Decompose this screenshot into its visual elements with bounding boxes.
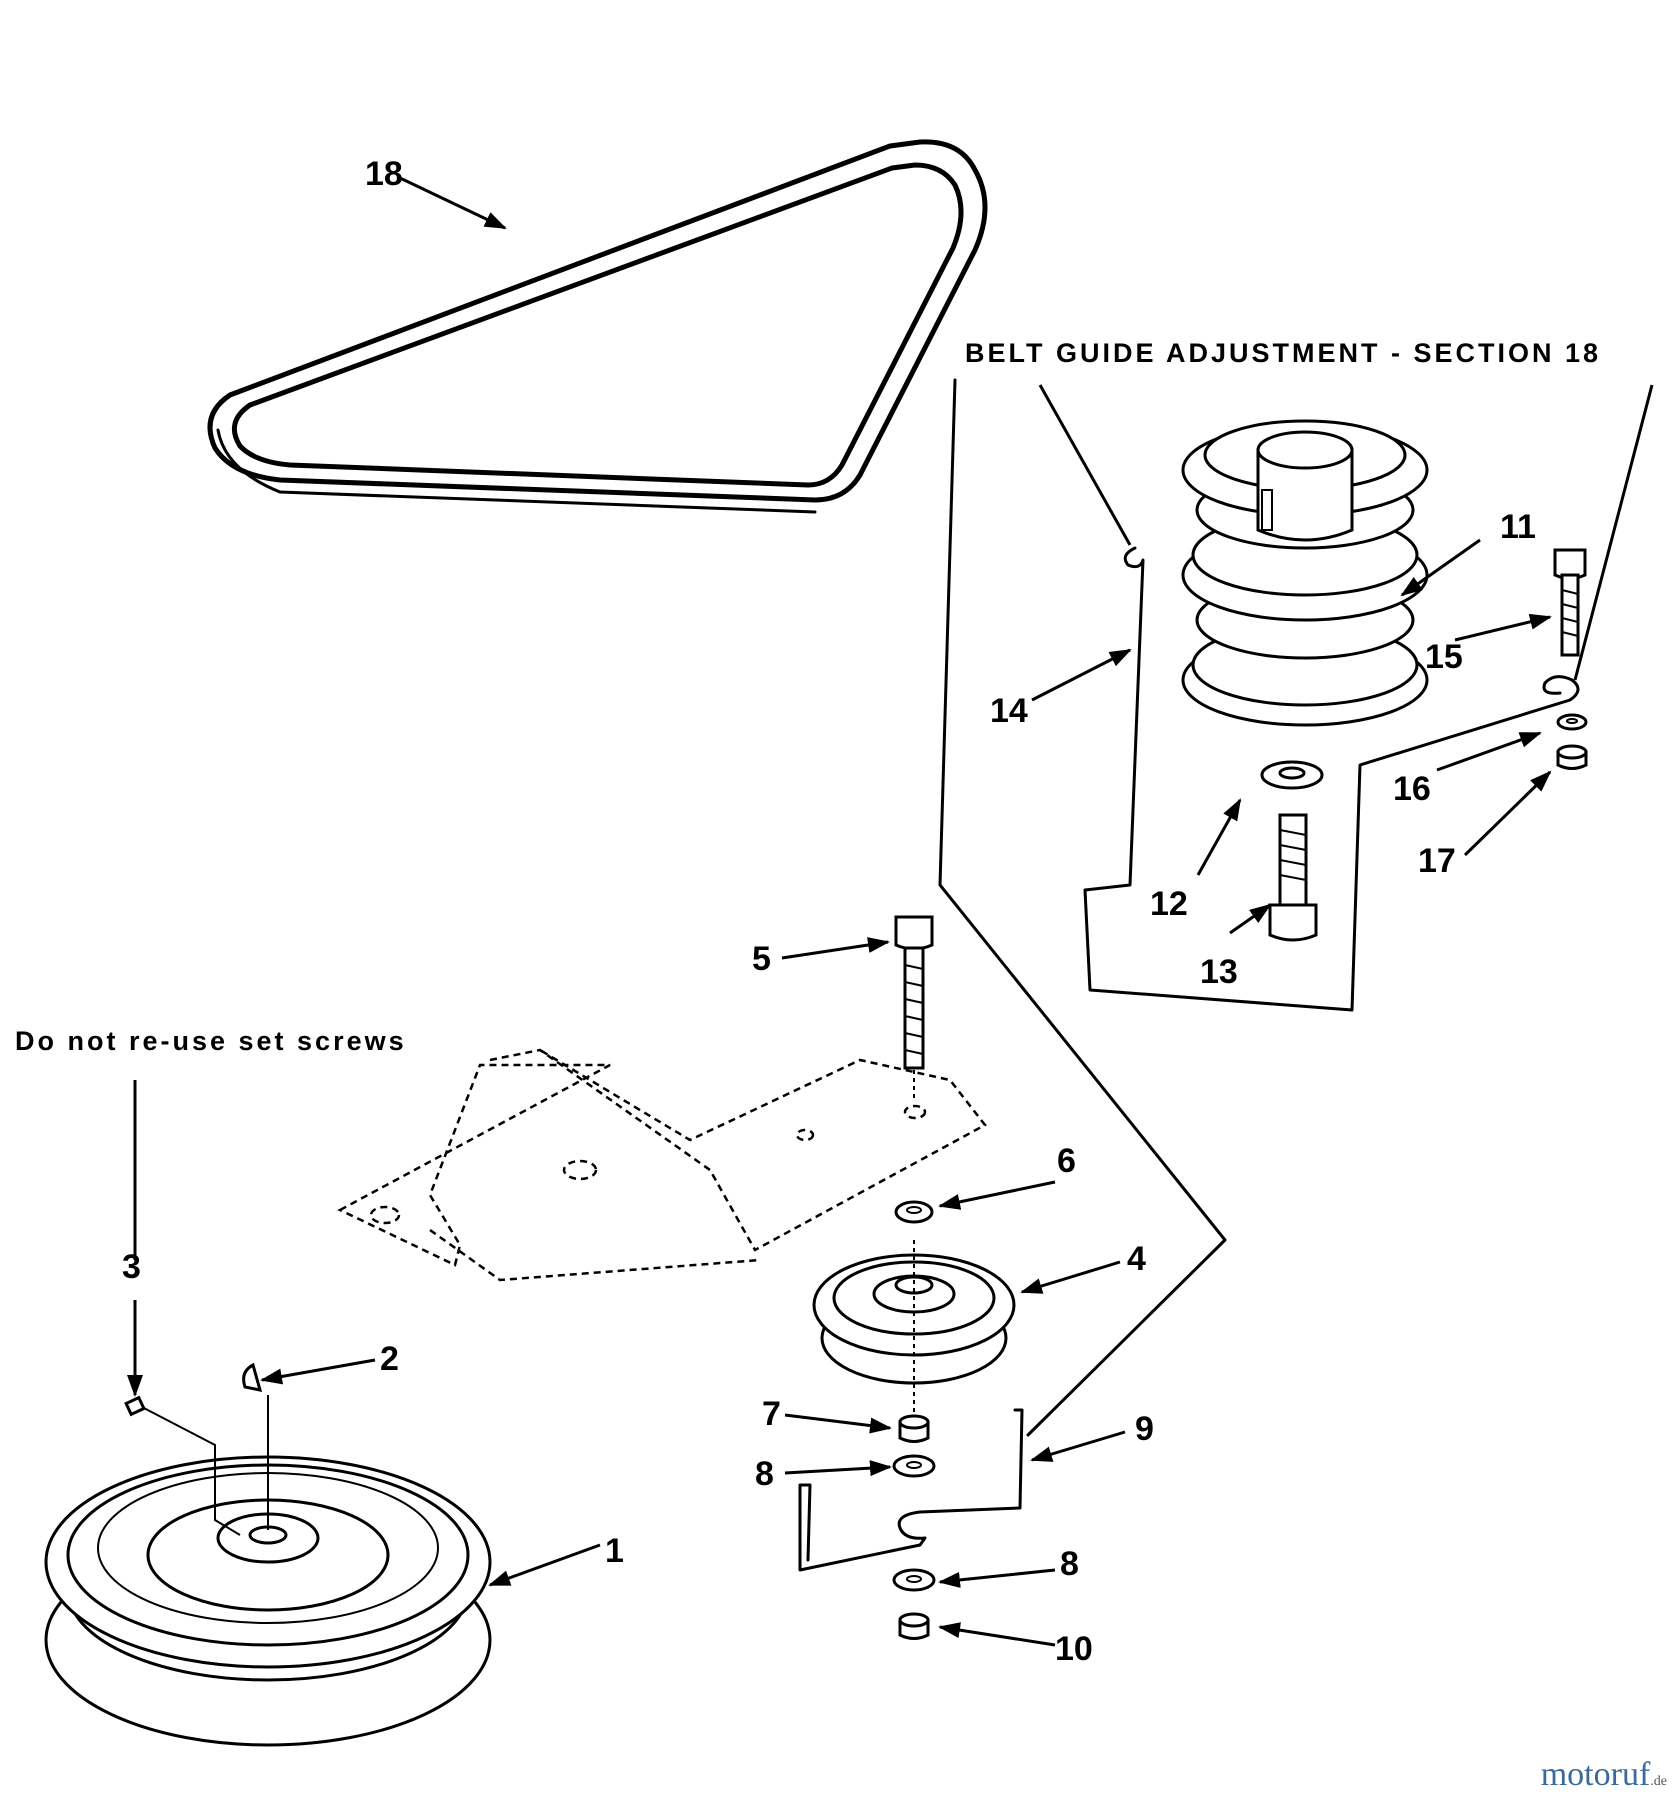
watermark-tld: .de [1650,1774,1667,1789]
callout-2: 2 [380,1340,399,1378]
callout-10: 10 [1055,1630,1093,1668]
idler-pulley [812,1240,1016,1420]
washer-6 [894,1200,934,1224]
callout-1: 1 [605,1532,624,1570]
callout-15: 15 [1425,638,1463,676]
callout-11: 11 [1500,508,1536,546]
callout-14: 14 [990,692,1028,730]
callout-4: 4 [1127,1240,1146,1278]
callout-6: 6 [1057,1142,1076,1180]
double-pulley [1181,419,1429,727]
callout-9: 9 [1135,1410,1154,1448]
watermark-name: motoruf [1540,1756,1651,1793]
site-watermark: motoruf.de [1541,1756,1667,1794]
nut-17 [1556,744,1588,770]
mounting-bracket [337,1048,987,1282]
set-screws-note: Do not re-use set screws [15,1026,407,1056]
callout-leaders [127,176,1654,1647]
belt-guide-note: BELT GUIDE ADJUSTMENT - SECTION 18 [965,338,1601,368]
callout-17: 17 [1418,842,1456,880]
nut-10 [898,1612,930,1640]
bolt-13 [1268,813,1318,942]
v-belt [207,139,988,514]
callout-16: 16 [1393,770,1431,808]
belt-guide-rod [1083,546,1580,1012]
idler-rod [798,1408,1024,1572]
bolt-15 [1553,548,1587,657]
callout-13: 13 [1200,953,1238,991]
callout-8a: 8 [755,1455,774,1493]
washer-8-lower [892,1568,936,1592]
washer-16 [1556,713,1588,731]
callout-3: 3 [122,1248,141,1286]
main-pulley [44,1395,492,1747]
callout-12: 12 [1150,885,1188,923]
callout-5: 5 [752,940,771,978]
belt-guide-outline [938,378,1227,1437]
nut-7 [898,1414,930,1443]
key-2 [242,1362,263,1392]
callout-7: 7 [762,1395,781,1433]
washer-8-upper [892,1454,936,1478]
callout-8b: 8 [1060,1545,1079,1583]
callout-18: 18 [365,155,403,193]
bolt-5 [894,915,934,1100]
washer-12 [1260,760,1324,790]
set-screw-3 [124,1395,146,1417]
